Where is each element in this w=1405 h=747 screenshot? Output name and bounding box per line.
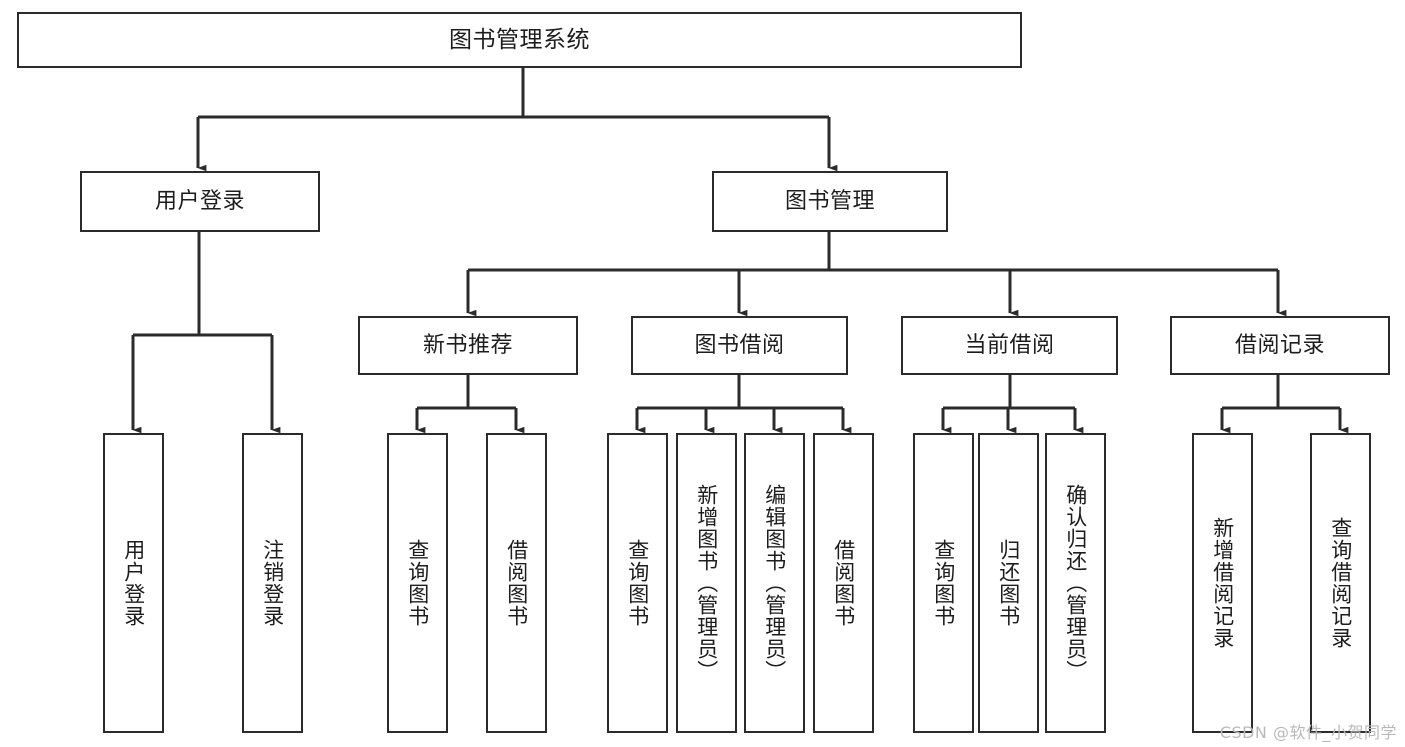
node-label: 借阅图书 <box>504 539 529 627</box>
node-user-login[interactable]: 用户登录 <box>80 171 320 232</box>
node-label: 当前借阅 <box>964 332 1055 358</box>
node-label: 图书管理系统 <box>449 26 590 53</box>
node-label: 新增图书（管理员） <box>694 484 719 682</box>
node-book-borrow[interactable]: 图书借阅 <box>631 316 848 375</box>
node-label: 注销登录 <box>260 539 285 627</box>
node-leaf-query-book-2[interactable]: 查询图书 <box>607 433 668 733</box>
node-label: 新书推荐 <box>422 332 513 358</box>
node-root-book-management-system[interactable]: 图书管理系统 <box>17 12 1022 68</box>
node-label: 用户登录 <box>121 539 146 627</box>
node-label: 确认归还（管理员） <box>1063 484 1088 682</box>
node-leaf-edit-book-admin[interactable]: 编辑图书（管理员） <box>744 433 805 733</box>
node-new-book-recommend[interactable]: 新书推荐 <box>358 316 578 375</box>
node-label: 借阅记录 <box>1234 332 1325 358</box>
node-leaf-user-login[interactable]: 用户登录 <box>103 433 164 733</box>
node-leaf-borrow-book-1[interactable]: 借阅图书 <box>486 433 547 733</box>
node-leaf-confirm-return-admin[interactable]: 确认归还（管理员） <box>1045 433 1106 733</box>
node-label: 编辑图书（管理员） <box>762 484 787 682</box>
node-label: 查询图书 <box>405 539 430 627</box>
node-label: 借阅图书 <box>831 539 856 627</box>
node-label: 新增借阅记录 <box>1210 517 1235 649</box>
node-label: 归还图书 <box>996 539 1021 627</box>
node-label: 用户登录 <box>154 188 245 214</box>
node-leaf-add-borrow-record[interactable]: 新增借阅记录 <box>1192 433 1253 733</box>
node-label: 查询借阅记录 <box>1328 517 1353 649</box>
node-leaf-query-book-1[interactable]: 查询图书 <box>387 433 448 733</box>
node-leaf-return-book[interactable]: 归还图书 <box>978 433 1039 733</box>
node-label: 图书借阅 <box>694 332 785 358</box>
node-leaf-add-book-admin[interactable]: 新增图书（管理员） <box>676 433 737 733</box>
csdn-watermark: CSDN @软件_小贺同学 <box>1219 723 1397 742</box>
node-label: 查询图书 <box>931 539 956 627</box>
node-current-borrow[interactable]: 当前借阅 <box>901 316 1118 375</box>
node-leaf-logout-login[interactable]: 注销登录 <box>242 433 303 733</box>
node-leaf-query-borrow-record[interactable]: 查询借阅记录 <box>1310 433 1371 733</box>
node-label: 查询图书 <box>625 539 650 627</box>
node-label: 图书管理 <box>784 188 875 214</box>
node-book-management[interactable]: 图书管理 <box>712 171 948 232</box>
node-borrow-record[interactable]: 借阅记录 <box>1170 316 1390 375</box>
node-leaf-query-book-3[interactable]: 查询图书 <box>913 433 974 733</box>
node-leaf-borrow-book-2[interactable]: 借阅图书 <box>813 433 874 733</box>
